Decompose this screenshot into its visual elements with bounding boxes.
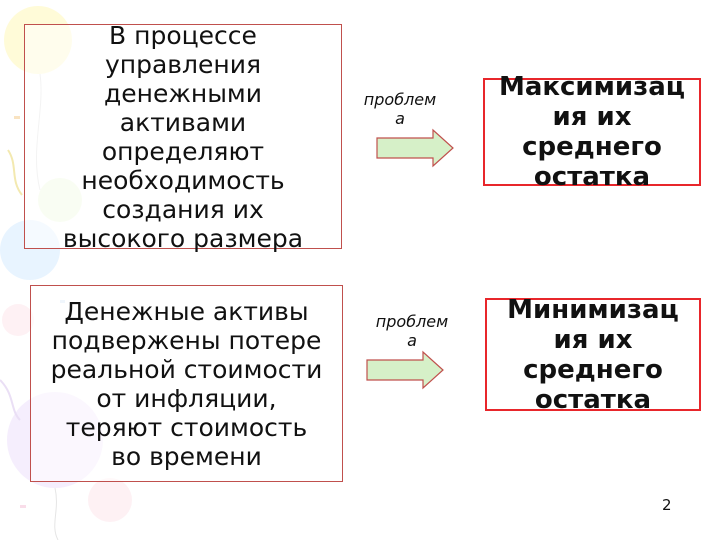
problem-arrow-bottom: проблем а	[347, 312, 477, 390]
left-bottom-text: Денежные активы подвержены потере реальн…	[50, 296, 323, 471]
right-bottom-text: Минимизац ия их среднего остатка	[507, 294, 679, 415]
page-number: 2	[662, 496, 672, 514]
problem-arrow-top: проблем а	[335, 90, 465, 168]
right-arrow-icon	[366, 350, 444, 390]
left-top-text: В процессе управления денежными активами…	[62, 20, 304, 253]
arrow-bottom-label: проблем а	[375, 312, 449, 350]
right-top-result-box: Максимизац ия их среднего остатка	[483, 72, 701, 192]
right-top-text: Максимизац ия их среднего остатка	[498, 72, 686, 192]
balloon-small-pink	[2, 304, 34, 336]
right-bottom-result-box: Минимизац ия их среднего остатка	[485, 295, 701, 415]
right-arrow-icon	[376, 128, 454, 168]
left-top-text-box: В процессе управления денежными активами…	[24, 21, 342, 253]
balloon-pink	[88, 478, 132, 522]
arrow-top-label: проблем а	[363, 90, 437, 128]
left-bottom-text-box: Денежные активы подвержены потере реальн…	[30, 285, 343, 482]
